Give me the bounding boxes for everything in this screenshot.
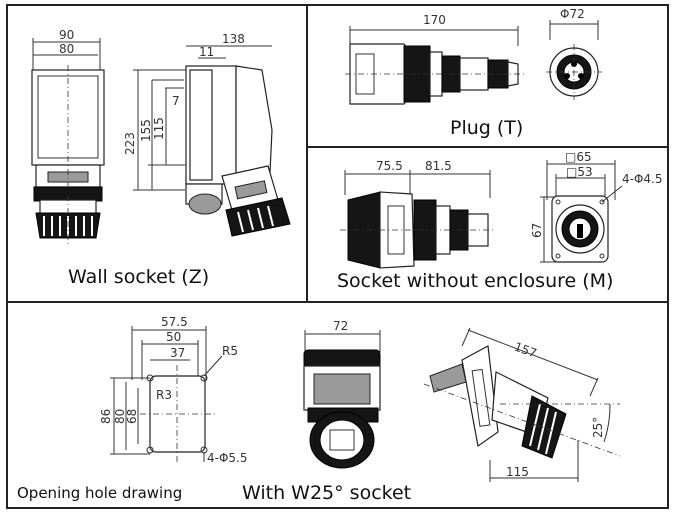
caption-opening-hole: Opening hole drawing xyxy=(17,484,183,502)
caption-wall-socket: Wall socket (Z) xyxy=(68,266,210,288)
plug-drawing xyxy=(345,20,602,105)
w25-side-view xyxy=(423,327,621,482)
dim-w25-72: 72 xyxy=(333,319,349,333)
w25-front-view xyxy=(303,330,381,469)
dim-plug-170: 170 xyxy=(423,13,446,27)
caption-socket-without-enclosure: Socket without enclosure (M) xyxy=(337,270,614,292)
dim-wall-138: 138 xyxy=(222,32,245,46)
dim-wall-11: 11 xyxy=(199,45,215,59)
dim-hole-r3: R3 xyxy=(156,388,172,402)
dim-wall-80: 80 xyxy=(59,42,75,56)
divider-vertical-top xyxy=(306,4,308,302)
opening-hole-drawing xyxy=(110,326,223,462)
dim-wall-155: 155 xyxy=(139,119,153,142)
dim-plug-dia72: Φ72 xyxy=(560,7,585,21)
caption-w25-socket: With W25° socket xyxy=(242,482,412,504)
dim-m-sq65: □65 xyxy=(565,150,592,164)
dim-w25-115: 115 xyxy=(506,465,529,479)
dim-wall-223: 223 xyxy=(123,132,137,155)
dim-m-81-5: 81.5 xyxy=(425,159,452,173)
divider-horizontal-main xyxy=(6,301,669,303)
dim-m-sq53: □53 xyxy=(566,165,593,179)
wall-socket-front-view xyxy=(31,38,105,245)
dim-hole-holes: 4-Φ5.5 xyxy=(207,451,248,465)
dim-hole-50: 50 xyxy=(166,330,182,344)
dim-hole-68: 68 xyxy=(125,408,139,424)
dim-hole-r5: R5 xyxy=(222,344,238,358)
socket-m-drawing xyxy=(340,160,623,269)
dim-wall-115: 115 xyxy=(152,117,166,140)
dim-hole-86: 86 xyxy=(99,408,113,424)
divider-horizontal-right xyxy=(306,146,669,148)
dim-m-67: 67 xyxy=(530,222,544,238)
caption-plug: Plug (T) xyxy=(450,117,524,139)
dim-hole-37: 37 xyxy=(170,346,186,360)
dim-w25-angle: 25° xyxy=(591,416,605,438)
figure-frame xyxy=(6,4,669,509)
dim-wall-90: 90 xyxy=(59,28,75,42)
dim-m-75-5: 75.5 xyxy=(376,159,403,173)
dim-m-holes: 4-Φ4.5 xyxy=(622,172,663,186)
wall-socket-side-view xyxy=(133,45,291,237)
dim-hole-57-5: 57.5 xyxy=(161,315,188,329)
dim-wall-7: 7 xyxy=(172,94,180,108)
